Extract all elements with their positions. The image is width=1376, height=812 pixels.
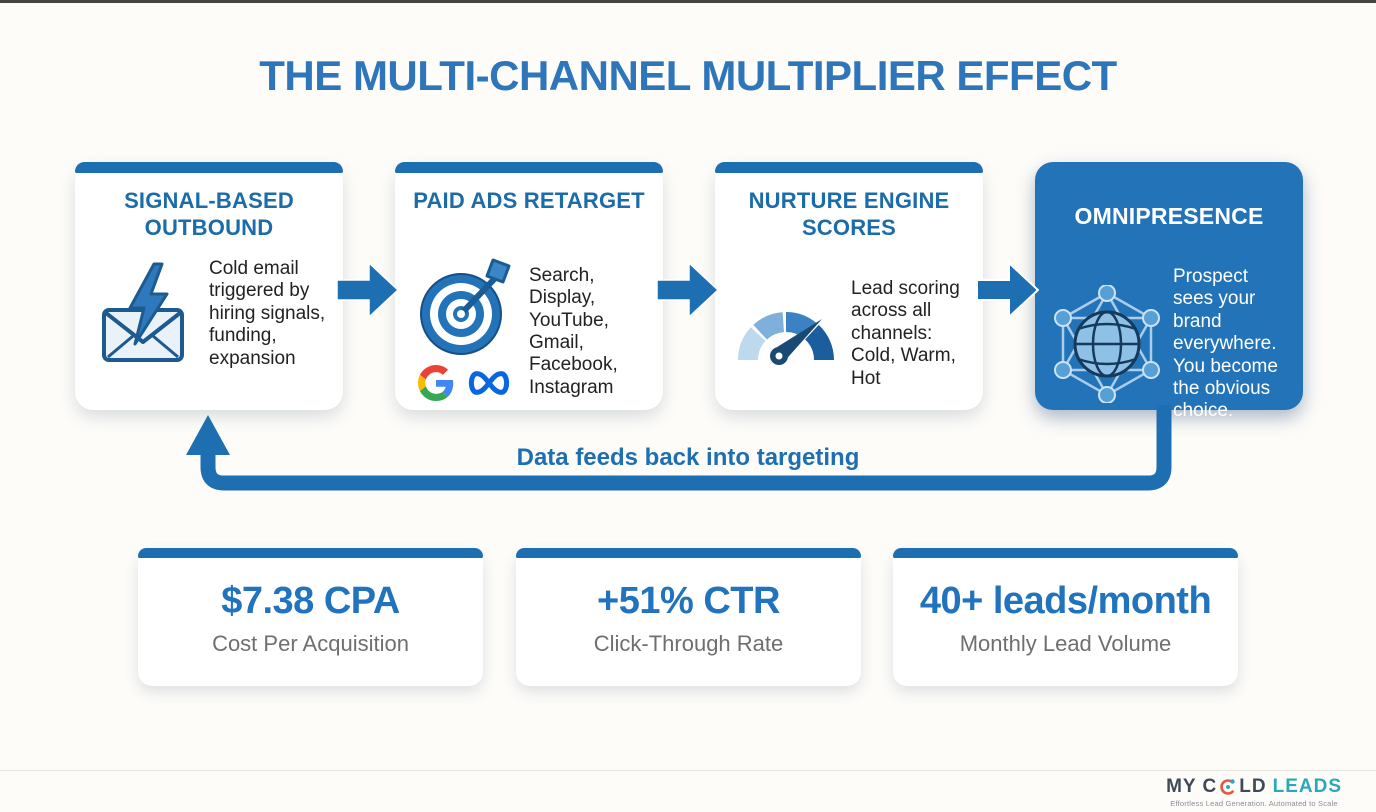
gauge-icon <box>731 298 841 370</box>
card-top-accent <box>395 162 663 173</box>
card-top-accent <box>516 548 861 558</box>
flow-step-card-signal-outbound: SIGNAL-BASED OUTBOUND Cold email trigger… <box>75 162 343 410</box>
brand-tagline: Effortless Lead Generation. Automated to… <box>1170 799 1338 808</box>
brand-text-left: MY C <box>1166 776 1218 797</box>
metric-card-ctr: +51% CTR Click-Through Rate <box>516 548 861 686</box>
right-arrow-icon <box>977 262 1039 318</box>
brand-text-right: LEADS <box>1272 776 1342 797</box>
step-title: SIGNAL-BASED OUTBOUND <box>124 188 294 240</box>
card-top-accent <box>75 162 343 173</box>
step-description: Prospect sees your brand everywhere. You… <box>1173 266 1278 422</box>
meta-icon <box>466 368 512 403</box>
metric-label: Click-Through Rate <box>593 631 784 656</box>
step-description: Cold email triggered by hiring signals, … <box>209 258 326 369</box>
footer-divider <box>0 770 1376 771</box>
brand-text-mid: LD <box>1239 776 1267 797</box>
metric-card-cpa: $7.38 CPA Cost Per Acquisition <box>138 548 483 686</box>
flow-step-card-paid-ads: PAID ADS RETARGET <box>395 162 663 410</box>
right-arrow-icon <box>657 262 719 318</box>
step-description: Search, Display, YouTube, Gmail, Faceboo… <box>529 264 618 398</box>
target-arrow-icon <box>415 258 515 361</box>
top-border-strip <box>0 0 1376 3</box>
feedback-loop-label: Data feeds back into targeting <box>516 444 860 471</box>
flow-step-card-nurture-engine: NURTURE ENGINE SCORES Lead scoring acros… <box>715 162 983 410</box>
metric-card-leads: 40+ leads/month Monthly Lead Volume <box>893 548 1238 686</box>
right-arrow-icon <box>337 262 399 318</box>
metric-value: $7.38 CPA <box>221 580 400 622</box>
metric-value: 40+ leads/month <box>919 580 1212 622</box>
step-title: OMNIPRESENCE <box>1074 203 1264 229</box>
brand-logo: MY C LD LEADS Effortless Lead Generation… <box>1166 776 1342 808</box>
metric-value: +51% CTR <box>597 580 780 622</box>
card-top-accent <box>138 548 483 558</box>
google-icon <box>418 365 454 406</box>
flow-step-card-omnipresence: OMNIPRESENCE <box>1035 162 1303 421</box>
step-title: NURTURE ENGINE SCORES <box>748 188 950 240</box>
envelope-lightning-icon <box>91 262 199 366</box>
metric-label: Monthly Lead Volume <box>959 631 1172 656</box>
card-top-accent <box>893 548 1238 558</box>
feedback-loop-arrow <box>186 405 1172 491</box>
card-top-accent <box>715 162 983 173</box>
step-description: Lead scoring across all channels: Cold, … <box>851 278 960 389</box>
page-title: THE MULTI-CHANNEL MULTIPLIER EFFECT <box>259 52 1117 99</box>
step-title: PAID ADS RETARGET <box>413 188 645 213</box>
metric-label: Cost Per Acquisition <box>212 631 409 656</box>
network-globe-icon <box>1051 285 1163 404</box>
cold-leads-ring-icon <box>1219 778 1237 796</box>
